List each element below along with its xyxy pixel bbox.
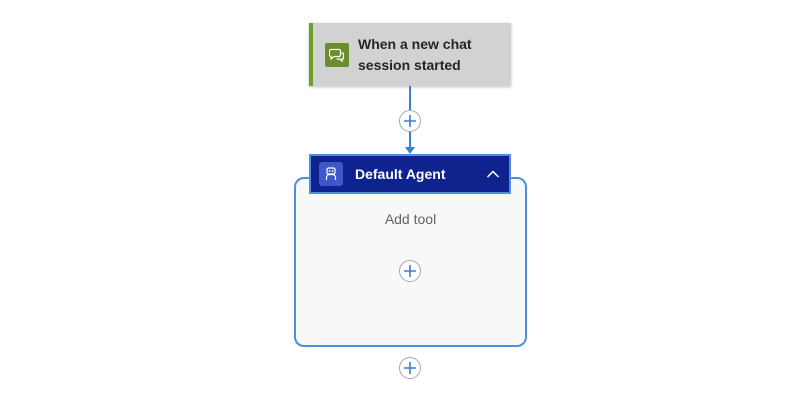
insert-step-button-2[interactable] bbox=[399, 357, 421, 379]
trigger-card[interactable]: When a new chat session started bbox=[309, 23, 511, 86]
connector-line-top bbox=[409, 86, 411, 110]
trigger-label: When a new chat session started bbox=[358, 35, 472, 73]
chat-bubbles-icon bbox=[325, 42, 349, 67]
chevron-up-icon bbox=[486, 170, 500, 178]
robot-icon bbox=[319, 162, 343, 186]
agent-title: Default Agent bbox=[355, 166, 446, 182]
plus-icon bbox=[404, 265, 416, 277]
add-tool-button[interactable] bbox=[399, 260, 421, 282]
add-tool-label: Add tool bbox=[384, 211, 437, 227]
agent-header[interactable]: Default Agent bbox=[309, 154, 511, 194]
connector-arrow bbox=[405, 147, 415, 154]
connector-line-middle bbox=[409, 132, 411, 148]
collapse-button[interactable] bbox=[483, 164, 503, 184]
plus-icon bbox=[404, 362, 416, 374]
insert-step-button-1[interactable] bbox=[399, 110, 421, 132]
plus-icon bbox=[404, 115, 416, 127]
